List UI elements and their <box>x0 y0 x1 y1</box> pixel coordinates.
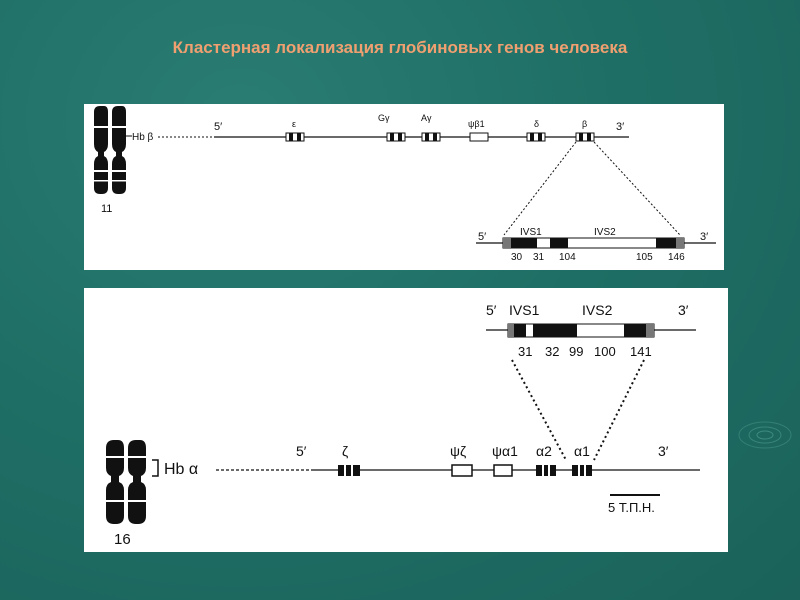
alpha-zoom-line-right <box>593 359 645 461</box>
beta-pos-105: 105 <box>636 252 653 263</box>
gene-label-psi-zeta: ψζ <box>450 443 466 459</box>
gene-label-psi-beta1: ψβ1 <box>468 119 485 129</box>
alpha-three-prime: 3′ <box>658 443 669 459</box>
gene-label-psi-alpha1: ψα1 <box>492 443 518 459</box>
alpha-cluster-diagram: 5′ 3′ IVS1 IVS2 31 32 99 100 141 16 <box>106 302 700 548</box>
gene-alpha2: α2 <box>536 443 556 476</box>
hb-beta-label: Hb β <box>132 132 154 143</box>
beta-ivs2-label: IVS2 <box>594 227 616 238</box>
alpha-pos-32: 32 <box>545 344 559 359</box>
alpha-ivs1-label: IVS1 <box>509 302 540 318</box>
alpha-detail-five-prime: 5′ <box>486 302 497 318</box>
gene-beta: β <box>575 119 595 142</box>
gene-label-zeta: ζ <box>342 443 348 459</box>
gene-label-alpha2: α2 <box>536 443 552 459</box>
ripple-decoration-icon <box>738 421 792 449</box>
beta-globin-panel: 11 Hb β 5′ 3′ ε Gγ Aγ ψβ1 <box>84 104 724 270</box>
gene-label-beta: β <box>582 119 587 129</box>
hb-alpha-label: Hb α <box>164 461 198 478</box>
alpha-pos-100: 100 <box>594 344 616 359</box>
beta-pos-31: 31 <box>533 252 545 263</box>
chromosome-16-label: 16 <box>114 531 131 548</box>
chromosome-11-icon <box>94 106 126 194</box>
alpha-pos-141: 141 <box>630 344 652 359</box>
gene-epsilon: ε <box>285 119 305 142</box>
gene-a-gamma: Aγ <box>421 113 441 142</box>
alpha-five-prime: 5′ <box>296 443 307 459</box>
beta-detail-three-prime: 3′ <box>700 231 708 243</box>
gene-psi-alpha1: ψα1 <box>492 443 518 477</box>
beta-five-prime: 5′ <box>214 121 222 133</box>
beta-pos-30: 30 <box>511 252 523 263</box>
gene-label-a-gamma: Aγ <box>421 113 432 123</box>
slide-title: Кластерная локализация глобиновых генов … <box>172 38 628 57</box>
gene-g-gamma: Gγ <box>378 113 406 142</box>
alpha-pos-31: 31 <box>518 344 532 359</box>
beta-pos-146: 146 <box>668 252 685 263</box>
beta-pos-104: 104 <box>559 252 576 263</box>
gene-delta: δ <box>526 119 546 142</box>
gene-zeta: ζ <box>338 443 360 476</box>
chromosome-11-label: 11 <box>101 203 112 215</box>
zoom-line-left <box>503 141 577 236</box>
beta-three-prime: 3′ <box>616 121 624 133</box>
gene-label-delta: δ <box>534 119 539 129</box>
gene-label-epsilon: ε <box>292 119 296 129</box>
alpha-detail-three-prime: 3′ <box>678 302 689 318</box>
gene-alpha1: α1 <box>572 443 592 476</box>
beta-cluster-diagram: 11 Hb β 5′ 3′ ε Gγ Aγ ψβ1 <box>94 106 716 263</box>
alpha-zoom-line-left <box>511 359 567 461</box>
scale-label: 5 Т.П.Н. <box>608 500 655 515</box>
alpha-ivs2-label: IVS2 <box>582 302 613 318</box>
zoom-line-right <box>593 141 681 236</box>
beta-gene-detail <box>502 237 685 249</box>
gene-psi-zeta: ψζ <box>450 443 473 477</box>
alpha-gene-detail <box>507 323 655 338</box>
gene-psi-beta1: ψβ1 <box>468 119 489 142</box>
chromosome-16-icon <box>106 440 146 524</box>
alpha-globin-panel: 5′ 3′ IVS1 IVS2 31 32 99 100 141 16 <box>84 288 728 552</box>
beta-detail-five-prime: 5′ <box>478 231 486 243</box>
alpha-pos-99: 99 <box>569 344 583 359</box>
gene-label-alpha1: α1 <box>574 443 590 459</box>
gene-label-g-gamma: Gγ <box>378 113 390 123</box>
beta-ivs1-label: IVS1 <box>520 227 542 238</box>
